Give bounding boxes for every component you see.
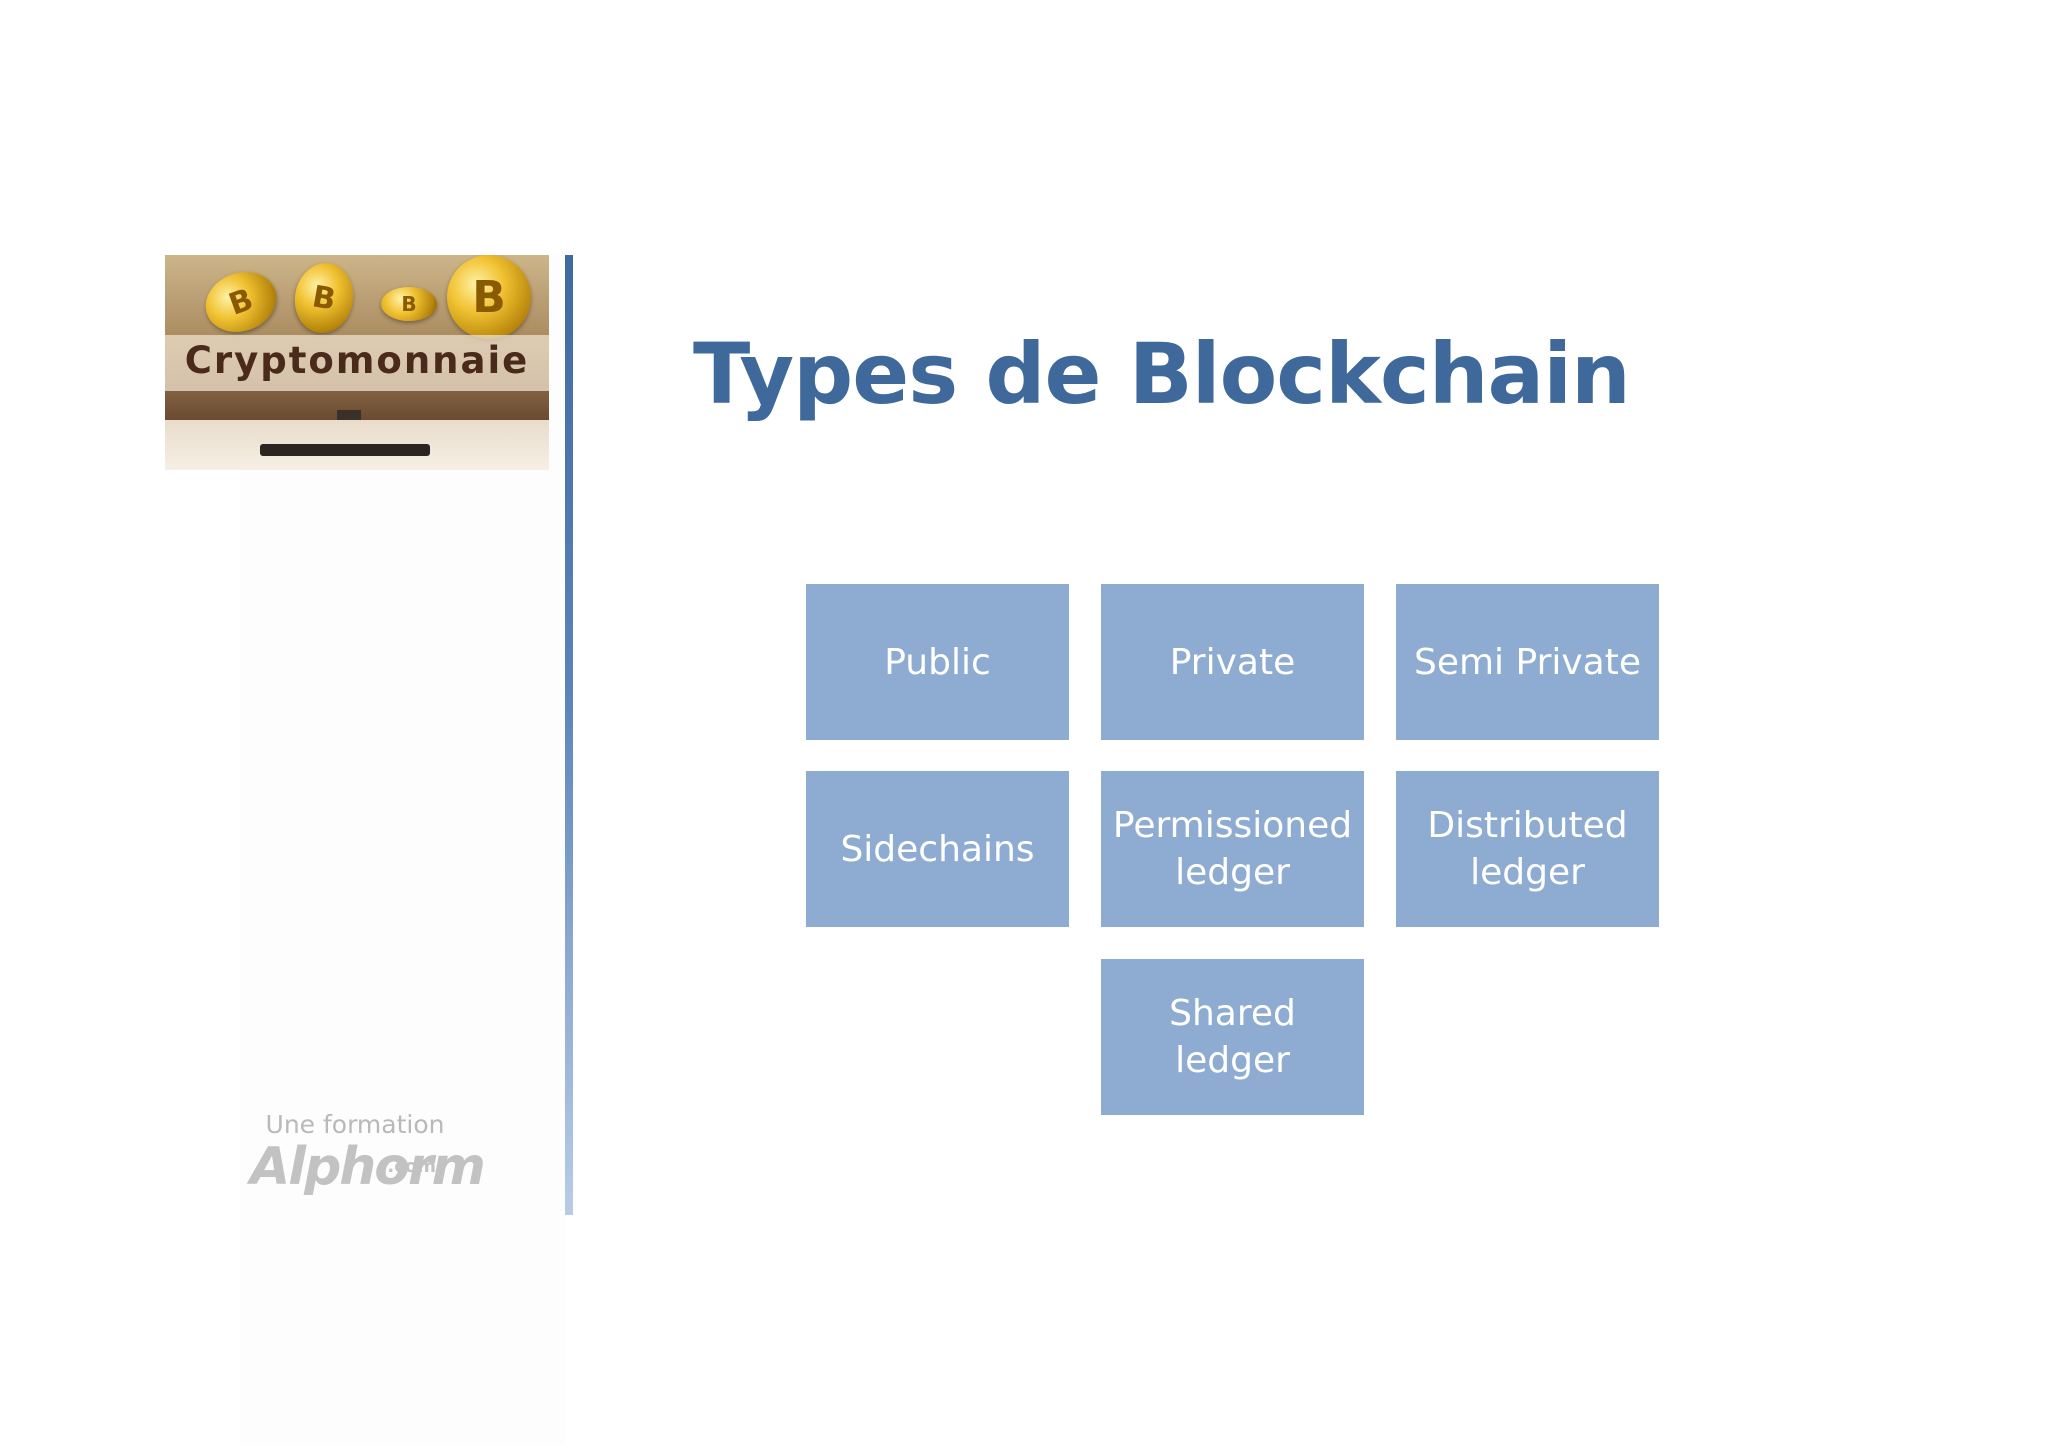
alphorm-branding: Une formation Alphorm .com: [250, 1110, 460, 1195]
vertical-divider: [565, 255, 573, 1215]
tile-shared-ledger: Shared ledger: [1101, 959, 1364, 1115]
logo-text: Alphorm: [250, 1137, 484, 1197]
slide-title: Types de Blockchain: [693, 325, 1630, 423]
tile-permissioned-ledger: Permissioned ledger: [1101, 771, 1364, 927]
tile-semi-private: Semi Private: [1396, 584, 1659, 740]
bitcoin-coin-icon: B: [289, 258, 358, 337]
thumbnail-caption: Cryptomonnaie: [165, 339, 549, 382]
branding-tagline: Une formation: [250, 1110, 460, 1139]
alphorm-logo: Alphorm .com: [250, 1139, 460, 1195]
keyboard: [260, 444, 430, 456]
bitcoin-coin-icon: B: [447, 255, 531, 339]
bitcoin-coin-icon: B: [197, 262, 284, 341]
tile-sidechains: Sidechains: [806, 771, 1069, 927]
cryptocurrency-thumbnail-image: B B B B Cryptomonnaie: [165, 255, 549, 470]
bitcoin-coin-icon: B: [381, 287, 437, 321]
tile-distributed-ledger: Distributed ledger: [1396, 771, 1659, 927]
logo-suffix: .com: [387, 1139, 436, 1195]
tile-public: Public: [806, 584, 1069, 740]
tile-private: Private: [1101, 584, 1364, 740]
